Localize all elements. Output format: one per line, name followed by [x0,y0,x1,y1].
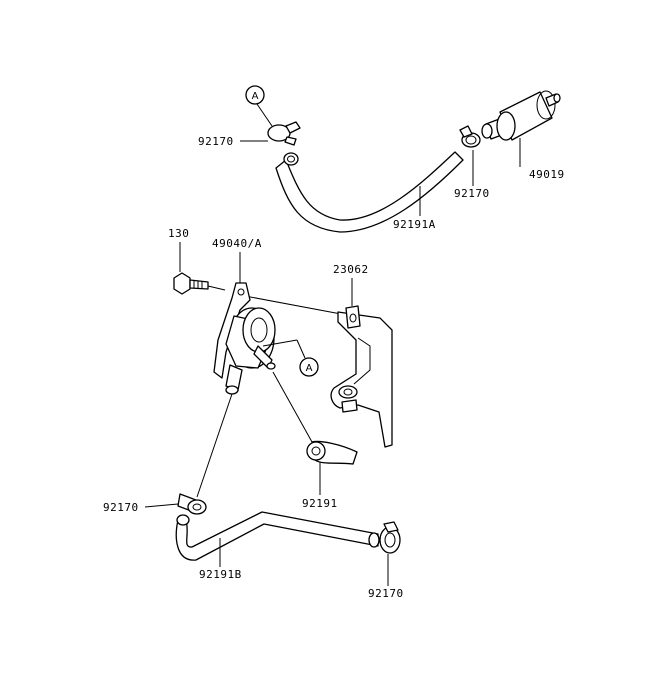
label-92191a: 92191A [393,218,436,231]
callout-a-top-letter: A [252,91,259,102]
callout-a-pump-letter: A [306,363,313,374]
hose-92191a [275,151,464,233]
label-92170-filter: 92170 [454,187,490,200]
clamp-bottom-right [368,521,401,554]
hose-92191 [306,440,358,465]
label-49040a: 49040/A [212,237,262,250]
callout-a-pump: A [262,339,319,377]
label-92170-top-left: 92170 [198,135,234,148]
clamp-bottom-left [177,493,207,515]
label-23062: 23062 [333,263,369,276]
label-49019: 49019 [529,168,565,181]
callout-a-top: A [245,85,273,127]
fuel-pump [213,282,276,395]
clamp-filter [459,125,481,148]
fuel-filter [481,90,561,141]
clamp-top-left [267,121,301,146]
label-92191: 92191 [302,497,338,510]
hose-92191b [175,511,379,561]
bracket-23062 [330,305,393,448]
label-92191b: 92191B [199,568,242,581]
label-92170-bottom-left: 92170 [103,501,139,514]
label-130: 130 [168,227,189,240]
label-92170-bottom-right: 92170 [368,587,404,600]
bolt-130 [173,272,226,295]
